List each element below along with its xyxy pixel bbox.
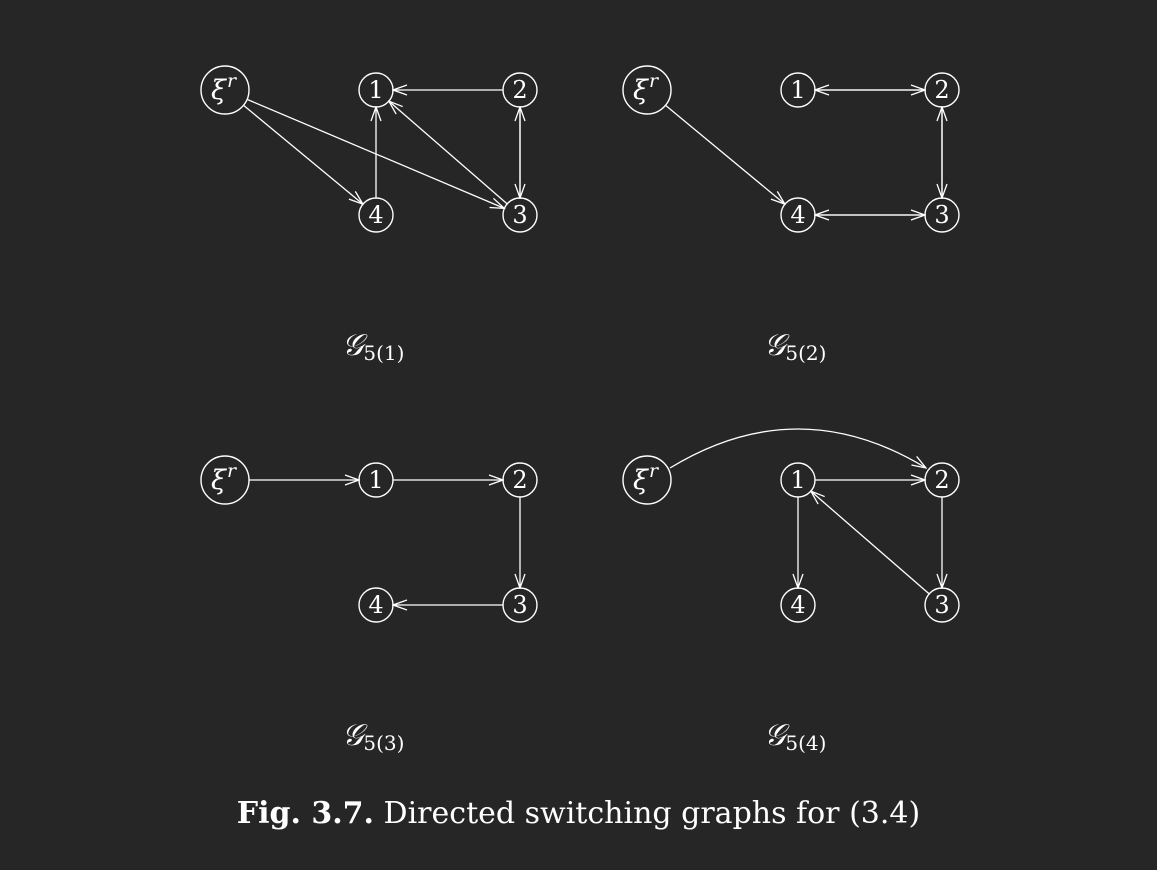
edges — [243, 90, 520, 208]
node-1: 1 — [780, 72, 816, 108]
node-3-circle — [924, 587, 960, 623]
node-3-label: 3 — [934, 591, 949, 619]
node-1-circle — [358, 462, 394, 498]
edge-3-to-1 — [811, 491, 930, 595]
node-4-label: 4 — [790, 591, 805, 619]
source-node-superscript: r — [227, 70, 238, 92]
node-4-circle — [780, 197, 816, 233]
node-3: 3 — [502, 197, 538, 233]
source-node-label: ξ — [633, 465, 649, 496]
source-node-label: ξ — [211, 75, 227, 106]
source-node-label: ξ — [633, 75, 649, 106]
node-2-circle — [924, 462, 960, 498]
node-3-circle — [502, 197, 538, 233]
node-4-label: 4 — [368, 591, 383, 619]
node-2-label: 2 — [512, 76, 527, 104]
node-2-label: 2 — [512, 466, 527, 494]
node-4: 4 — [358, 587, 394, 623]
figure-caption-label: Fig. 3.7. — [236, 796, 374, 831]
figure-caption: Fig. 3.7. Directed switching graphs for … — [0, 796, 1157, 831]
node-1-circle — [780, 462, 816, 498]
node-4-circle — [780, 587, 816, 623]
node-3: 3 — [924, 197, 960, 233]
edges — [665, 90, 942, 215]
source-node-circle — [200, 65, 250, 115]
node-4: 4 — [780, 587, 816, 623]
node-3-circle — [924, 197, 960, 233]
node-1: 1 — [358, 72, 394, 108]
source-node-circle — [622, 65, 672, 115]
graph-title-2: 𝒢5(2) — [764, 328, 826, 365]
node-3-circle — [502, 587, 538, 623]
node-1-label: 1 — [790, 76, 805, 104]
graph-title-4: 𝒢5(4) — [764, 718, 826, 755]
node-1-circle — [780, 72, 816, 108]
source-node-circle — [200, 455, 250, 505]
edges — [669, 428, 942, 595]
node-4-label: 4 — [368, 201, 383, 229]
graph-title-subscript: 5(1) — [363, 341, 404, 365]
node-1-label: 1 — [790, 466, 805, 494]
node-4: 4 — [780, 197, 816, 233]
edge-xi-to-4 — [243, 104, 362, 204]
source-node-superscript: r — [227, 460, 238, 482]
node-3-label: 3 — [934, 201, 949, 229]
graph-title-1: 𝒢5(1) — [342, 328, 404, 365]
edges — [249, 480, 520, 605]
node-1-circle — [358, 72, 394, 108]
node-2-circle — [502, 72, 538, 108]
node-2: 2 — [502, 462, 538, 498]
node-3-label: 3 — [512, 591, 527, 619]
edge-xi-to-4 — [665, 104, 784, 204]
source-node-label: ξ — [211, 465, 227, 496]
node-1: 1 — [358, 462, 394, 498]
node-2: 2 — [924, 72, 960, 108]
source-node-superscript: r — [649, 460, 660, 482]
node-2-circle — [502, 462, 538, 498]
node-4-label: 4 — [790, 201, 805, 229]
graph-title-subscript: 5(3) — [363, 731, 404, 755]
source-node-superscript: r — [649, 70, 660, 92]
graph-title-3: 𝒢5(3) — [342, 718, 404, 755]
edge-3-to-1 — [389, 101, 508, 205]
node-3: 3 — [502, 587, 538, 623]
node-2-label: 2 — [934, 466, 949, 494]
source-node-circle — [622, 455, 672, 505]
node-2-circle — [924, 72, 960, 108]
node-2: 2 — [924, 462, 960, 498]
node-4: 4 — [358, 197, 394, 233]
node-2-label: 2 — [934, 76, 949, 104]
figure-caption-text: Directed switching graphs for (3.4) — [374, 796, 921, 831]
node-4-circle — [358, 197, 394, 233]
node-1: 1 — [780, 462, 816, 498]
node-3: 3 — [924, 587, 960, 623]
node-1-label: 1 — [368, 76, 383, 104]
node-3-label: 3 — [512, 201, 527, 229]
edge-xi-to-2 — [669, 428, 926, 468]
graph-title-subscript: 5(2) — [785, 341, 826, 365]
node-4-circle — [358, 587, 394, 623]
graph-title-subscript: 5(4) — [785, 731, 826, 755]
node-1-label: 1 — [368, 466, 383, 494]
node-2: 2 — [502, 72, 538, 108]
